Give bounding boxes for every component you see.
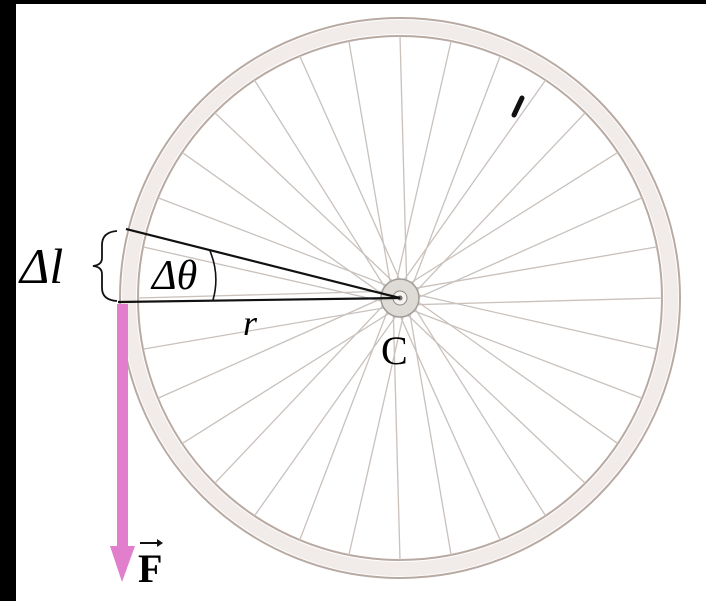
spoke <box>253 310 401 517</box>
spoke <box>399 35 408 287</box>
spoke <box>412 297 619 445</box>
spoke <box>142 306 391 350</box>
spoke <box>348 40 392 289</box>
force-label: F <box>138 546 162 591</box>
spoke <box>299 305 391 541</box>
spoke <box>412 292 658 350</box>
valve-icon <box>511 95 525 118</box>
delta-l-label: Δl <box>18 238 63 294</box>
spoke <box>399 79 547 286</box>
spoke <box>408 307 452 556</box>
spoke <box>412 197 643 301</box>
center-label: C <box>381 328 408 373</box>
spoke <box>411 297 663 306</box>
spoke <box>181 151 388 299</box>
spoke <box>157 295 388 399</box>
force-vector-arrow-icon <box>140 539 163 547</box>
spoke <box>405 151 619 287</box>
spoke <box>348 310 406 556</box>
spoke <box>142 246 388 304</box>
angle-line <box>125 227 401 300</box>
spoke <box>409 55 501 291</box>
spoke <box>157 197 393 289</box>
spoke <box>407 307 643 399</box>
wheel-spokes <box>137 35 663 561</box>
spoke <box>181 309 395 445</box>
spoke <box>402 310 586 484</box>
spoke <box>214 112 398 286</box>
spoke <box>397 310 501 541</box>
spoke <box>394 40 452 286</box>
spoke <box>299 55 403 286</box>
delta-theta-arc <box>209 250 217 301</box>
delta-theta-label: Δθ <box>150 253 197 299</box>
spoke <box>392 309 401 561</box>
spoke <box>137 290 389 299</box>
spoke <box>409 246 658 290</box>
spoke <box>412 112 586 296</box>
spoke <box>411 303 547 517</box>
force-arrow <box>110 304 135 582</box>
radius-line <box>117 296 401 304</box>
spoke <box>253 79 389 293</box>
spoke <box>214 300 388 484</box>
delta-l-brace <box>92 230 118 302</box>
radius-label: r <box>243 303 258 343</box>
